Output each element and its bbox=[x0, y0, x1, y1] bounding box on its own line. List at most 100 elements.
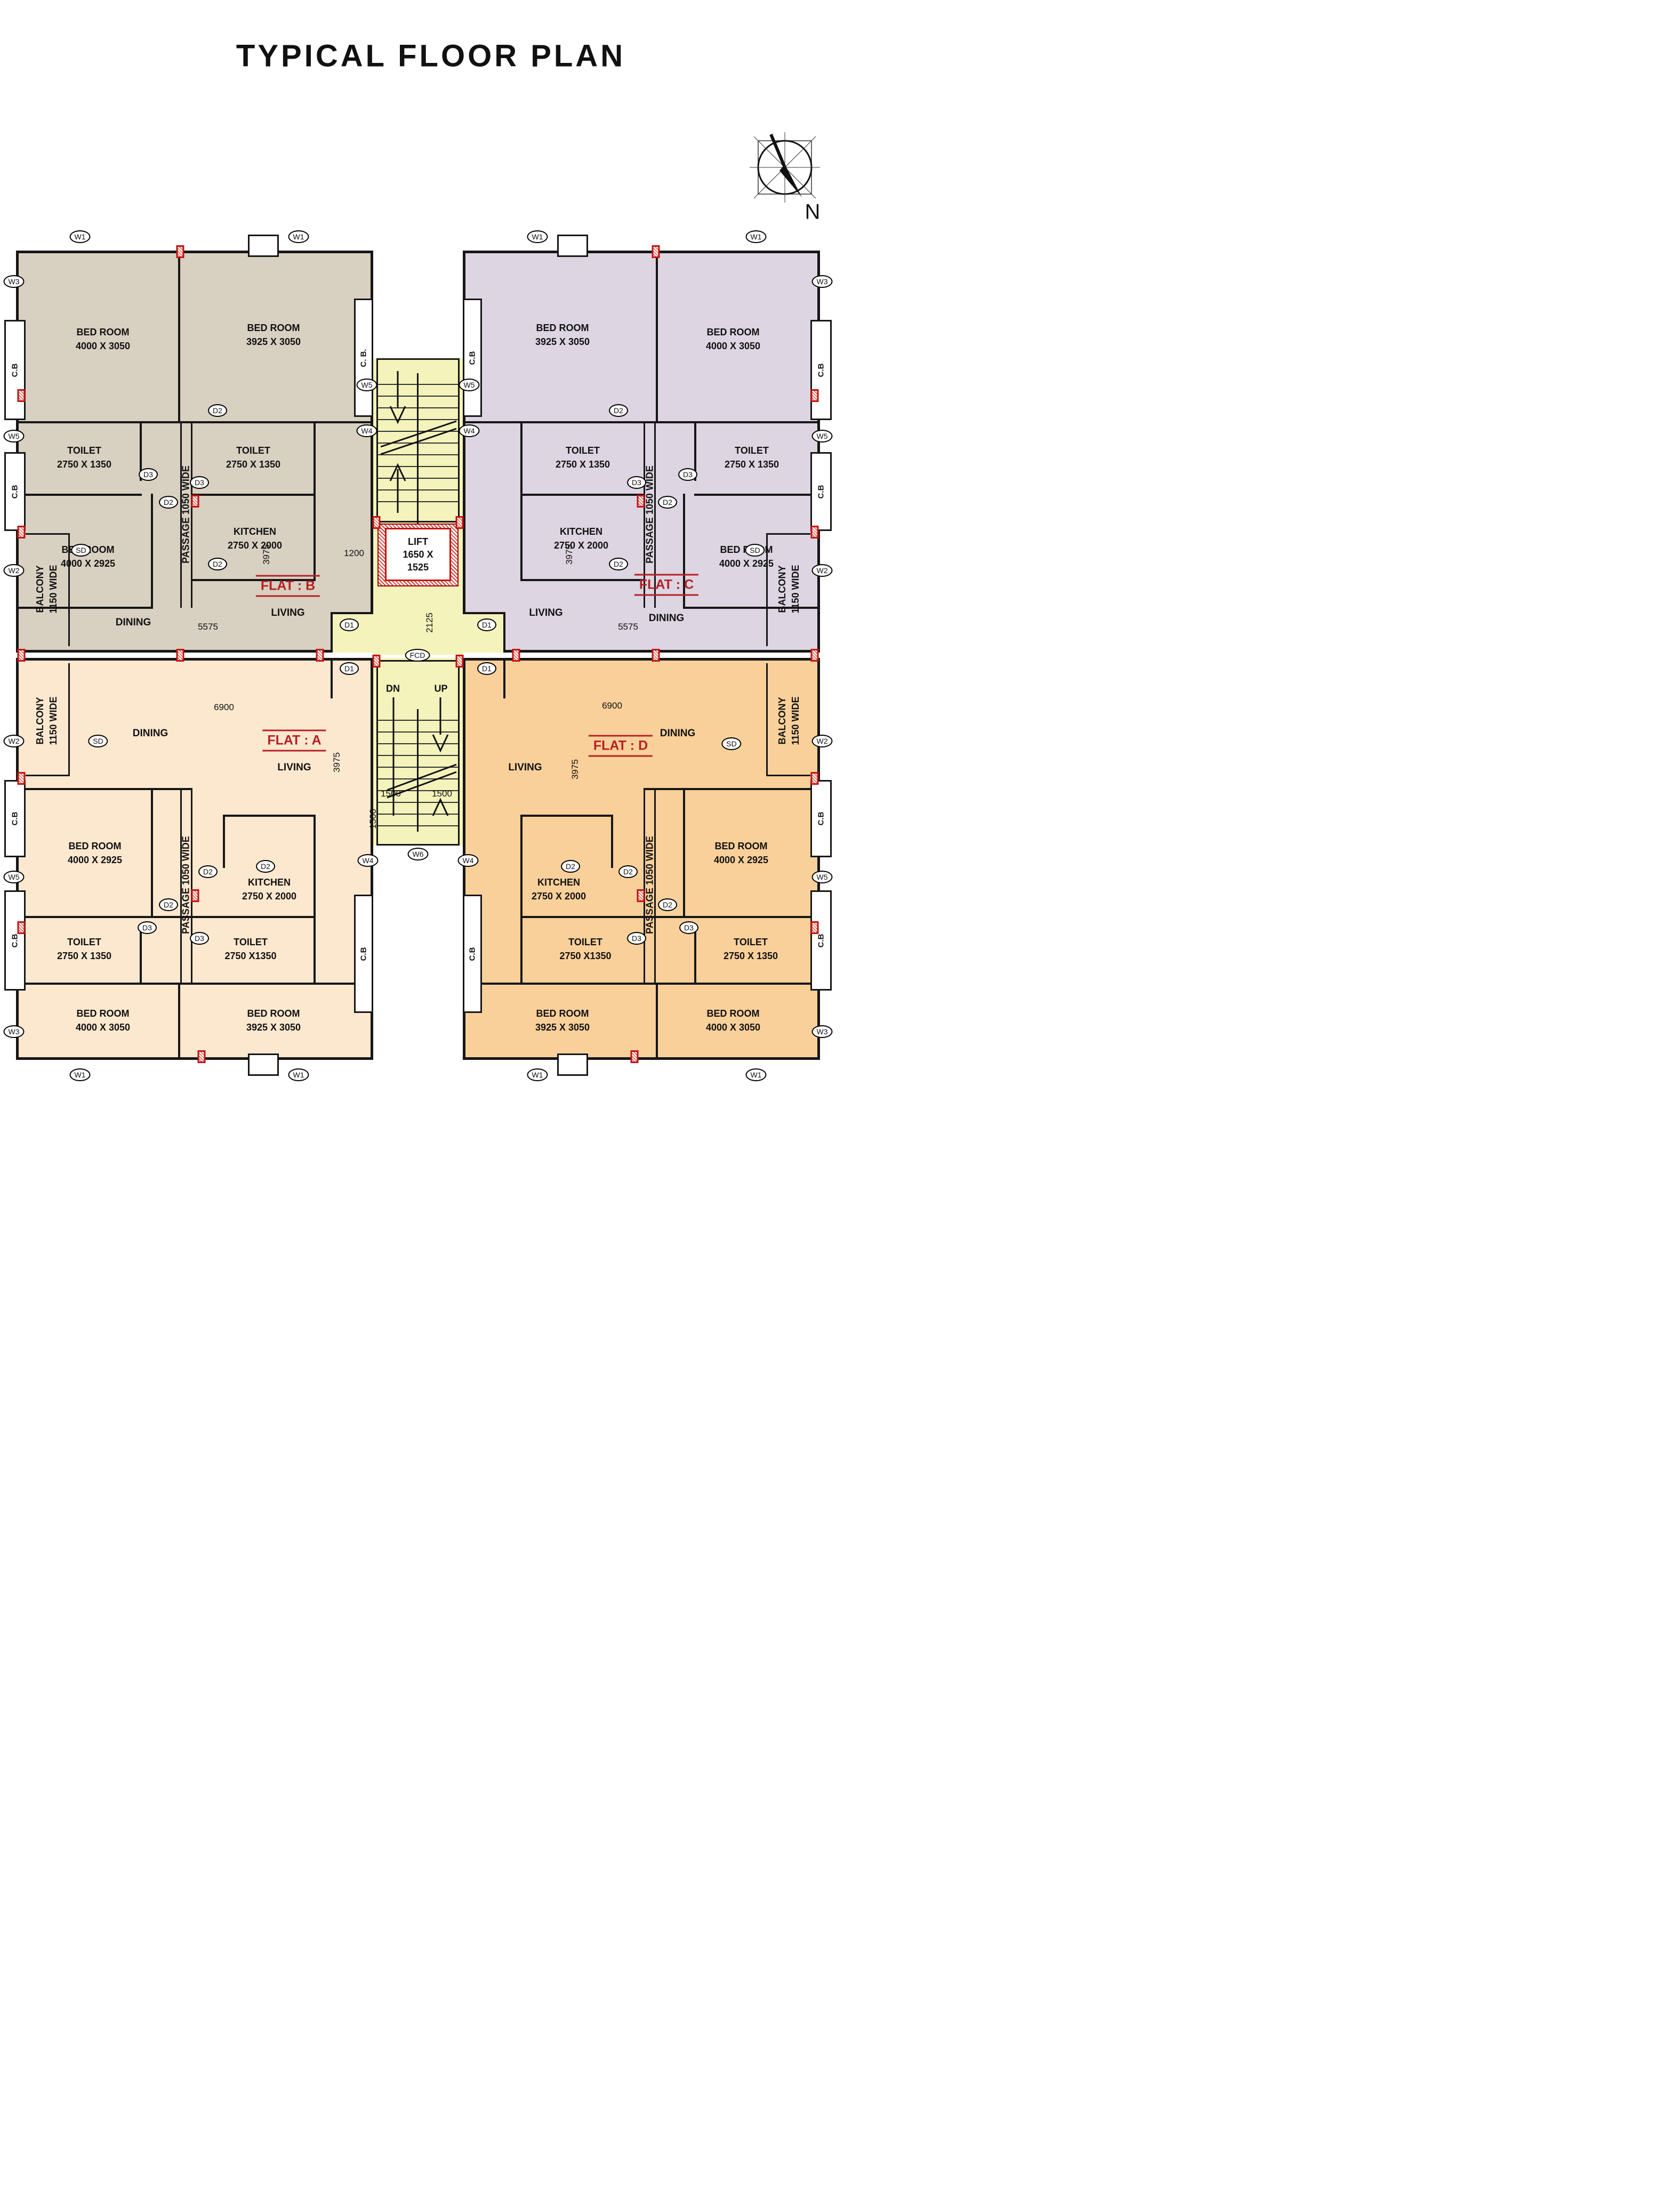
door-tag-sd: SD bbox=[721, 737, 742, 750]
dim-living-depth: 3975 bbox=[570, 759, 580, 779]
window-tag-w2: W2 bbox=[811, 735, 833, 747]
cupboard-label: C.B bbox=[816, 811, 826, 826]
column-marker bbox=[810, 921, 819, 934]
balcony-line1: BALCONY bbox=[34, 697, 45, 745]
room-dim: 2750 X 2000 bbox=[227, 540, 283, 551]
wall-notch bbox=[248, 1053, 279, 1076]
room-name: BED ROOM bbox=[536, 322, 589, 333]
window-tag-w1: W1 bbox=[288, 230, 309, 243]
column-marker bbox=[810, 389, 819, 402]
flat-c-label: FLAT : C bbox=[634, 574, 699, 596]
partition bbox=[18, 421, 371, 423]
door-tag-d2: D2 bbox=[561, 860, 580, 873]
page-title: TYPICAL FLOOR PLAN bbox=[236, 38, 626, 74]
column-marker bbox=[512, 649, 520, 662]
column-marker bbox=[316, 649, 324, 662]
column-marker bbox=[637, 495, 645, 508]
room-dim: 2750 X 2000 bbox=[553, 540, 609, 551]
partition bbox=[463, 612, 505, 614]
room-dim: 2750 X 1350 bbox=[57, 459, 112, 470]
room-name: TOILET bbox=[234, 936, 268, 947]
balcony-wall bbox=[26, 775, 69, 776]
balcony-label: BALCONY 1150 WIDE bbox=[34, 696, 60, 745]
balcony-line2: 1150 WIDE bbox=[790, 565, 801, 614]
partition bbox=[18, 494, 142, 496]
balcony-line1: BALCONY bbox=[776, 697, 787, 745]
stair-down-label: DN bbox=[386, 683, 400, 694]
partition bbox=[224, 815, 316, 817]
partition bbox=[644, 788, 818, 790]
lift-dim-2: 1525 bbox=[407, 562, 429, 573]
window-tag-w2: W2 bbox=[3, 735, 25, 747]
dim-living-depth: 3975 bbox=[261, 544, 271, 565]
partition bbox=[694, 421, 696, 481]
room-label-toilet: TOILET 2750 X 1350 bbox=[57, 444, 111, 471]
window-tag-w5: W5 bbox=[811, 430, 833, 443]
partition bbox=[191, 788, 192, 984]
room-label-living: LIVING bbox=[508, 762, 542, 773]
partition bbox=[520, 421, 522, 580]
room-dim: 2750 X 1350 bbox=[226, 459, 281, 470]
room-dim: 2750 X 1350 bbox=[724, 459, 779, 470]
column-marker bbox=[176, 245, 184, 258]
balcony-wall bbox=[766, 533, 768, 646]
cupboard-label: C.B bbox=[359, 947, 368, 961]
lift-dim-1: 1650 X bbox=[403, 549, 433, 560]
room-label-toilet: TOILET 2750 X1350 bbox=[559, 935, 611, 963]
partition bbox=[331, 612, 373, 614]
balcony-line1: BALCONY bbox=[776, 565, 787, 613]
window-tag-w4: W4 bbox=[357, 854, 379, 867]
partition bbox=[683, 788, 685, 918]
cupboard-box: C.B bbox=[810, 320, 832, 420]
partition bbox=[314, 421, 316, 580]
dim-stair-flight-right: 1500 bbox=[432, 789, 452, 799]
window-tag-w2: W2 bbox=[811, 564, 833, 577]
room-name: KITCHEN bbox=[248, 876, 291, 888]
window-tag-w5: W5 bbox=[811, 871, 833, 883]
door-tag-d2: D2 bbox=[208, 404, 227, 417]
room-dim: 4000 X 3050 bbox=[75, 341, 131, 351]
room-label-toilet: TOILET 2750 X1350 bbox=[224, 935, 276, 963]
dim-living-width: 6900 bbox=[602, 701, 622, 711]
partition bbox=[465, 983, 818, 985]
partition bbox=[465, 421, 818, 423]
door-tag-d2: D2 bbox=[609, 404, 628, 417]
partition bbox=[520, 916, 818, 918]
balcony-line2: 1150 WIDE bbox=[48, 696, 59, 745]
room-label-living: LIVING bbox=[277, 762, 311, 773]
column-marker bbox=[191, 495, 199, 508]
partition bbox=[503, 658, 505, 698]
window-tag-w1: W1 bbox=[288, 1068, 309, 1081]
partition bbox=[520, 815, 612, 817]
room-name: TOILET bbox=[236, 445, 270, 456]
room-dim: 3925 X 3050 bbox=[246, 1022, 301, 1033]
partition bbox=[331, 612, 333, 653]
room-dim: 4000 X 2925 bbox=[713, 855, 769, 865]
room-dim: 4000 X 3050 bbox=[705, 341, 761, 351]
room-label-toilet: TOILET 2750 X 1350 bbox=[57, 935, 111, 963]
column-marker bbox=[17, 649, 26, 662]
partition bbox=[191, 579, 316, 581]
partition bbox=[151, 494, 153, 608]
column-marker bbox=[455, 516, 464, 529]
dim-living-width: 5575 bbox=[618, 622, 638, 632]
window-tag-w1: W1 bbox=[745, 1068, 767, 1081]
partition bbox=[151, 788, 153, 918]
north-compass-icon bbox=[750, 132, 820, 203]
door-tag-d3: D3 bbox=[679, 921, 698, 934]
cupboard-box: C.B bbox=[810, 452, 832, 531]
room-name: KITCHEN bbox=[234, 526, 276, 537]
cupboard-box: C.B bbox=[354, 895, 373, 1013]
floor-plan-sheet: TYPICAL FLOOR PLAN N LIFT 1650 X 1 bbox=[0, 0, 836, 1106]
window-tag-w3: W3 bbox=[3, 275, 25, 288]
room-label-kitchen: KITCHEN 2750 X 2000 bbox=[532, 875, 586, 903]
door-tag-d2: D2 bbox=[256, 860, 275, 873]
dim-lobby-depth: 2125 bbox=[424, 613, 435, 633]
cupboard-box: C.B bbox=[810, 890, 832, 991]
wall-notch bbox=[248, 235, 279, 257]
room-name: BED ROOM bbox=[706, 1008, 760, 1019]
window-tag-w3: W3 bbox=[811, 1025, 833, 1038]
room-label-bedroom: BED ROOM 3925 X 3050 bbox=[535, 321, 590, 349]
room-label-bedroom: BED ROOM 3925 X 3050 bbox=[535, 1007, 590, 1034]
partition bbox=[503, 612, 505, 653]
